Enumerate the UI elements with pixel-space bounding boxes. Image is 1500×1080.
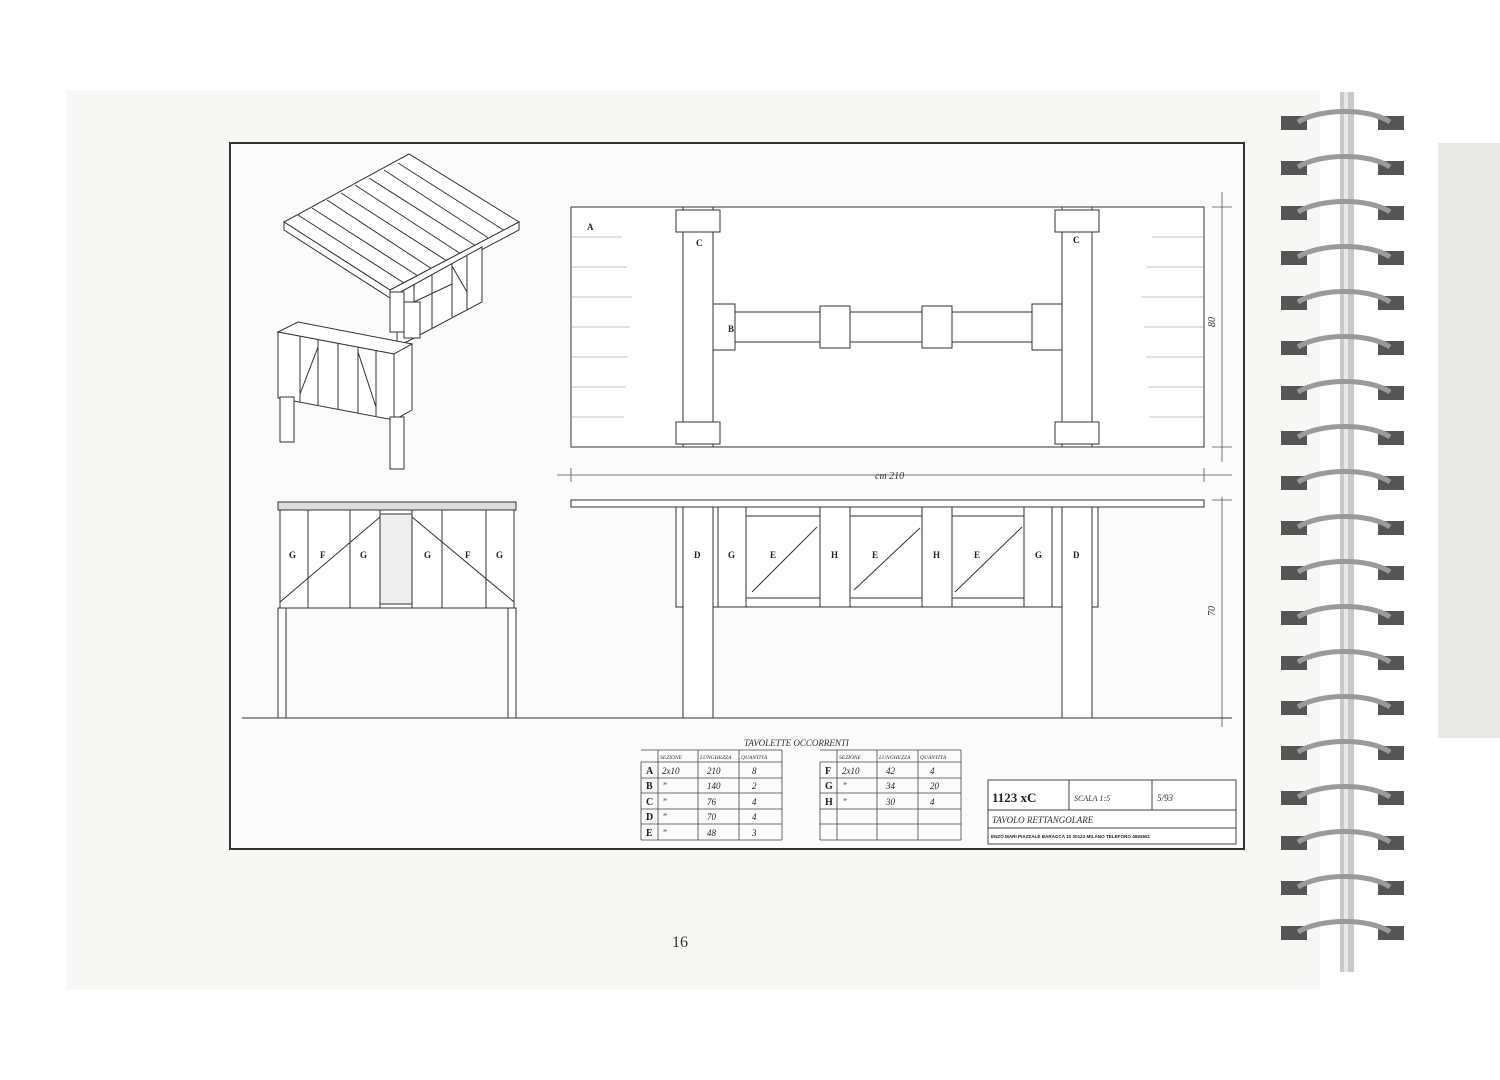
plan-label-c-left: C [696,238,703,248]
part-section: ” [662,812,667,822]
part-quantity: 4 [930,766,935,776]
binding-ring-wire [1296,289,1392,305]
parts-table-title: TAVOLETTE OCCORRENTI [744,738,850,748]
dim-length: cm 210 [875,471,904,482]
part-letter: H [825,797,833,808]
dimension-lines [557,192,1232,727]
part-letter: G [825,781,833,792]
drawing-title: TAVOLO RETTANGOLARE [992,815,1094,825]
part-length: 30 [885,797,896,807]
part-section: 2x10 [662,766,680,776]
part-length: 210 [707,766,721,776]
front-label: G [728,550,735,560]
side-label: G [424,550,431,560]
part-letter: E [646,828,653,839]
binding-ring-wire [1296,649,1392,665]
front-label: E [770,550,776,560]
isometric-leg-frame-drawing [276,321,414,470]
drawing-code: 1123 xC [992,790,1036,805]
front-label: D [694,550,701,560]
part-quantity: 4 [752,812,757,822]
title-block: 1123 xC SCALA 1:5 5/93 TAVOLO RETTANGOLA… [987,779,1237,845]
part-letter: B [646,781,653,792]
binding-ring-wire [1296,109,1392,125]
side-label: G [289,550,296,560]
binding-ring-wire [1296,829,1392,845]
table-header: QUANTITÀ [920,753,947,761]
binding-ring-wire [1296,559,1392,575]
binding-ring-wire [1296,154,1392,170]
table-header: LUNGHEZZA [699,755,732,761]
side-label: F [320,550,326,560]
part-section: ” [662,797,667,807]
binding-ring-wire [1296,784,1392,800]
part-quantity: 3 [751,828,757,838]
side-label: G [360,550,367,560]
parts-table: TAVOLETTE OCCORRENTI [640,738,962,841]
part-length: 140 [707,781,721,791]
front-label: H [933,550,940,560]
binding-ring-wire [1296,469,1392,485]
front-label: G [1035,550,1042,560]
part-length: 76 [707,797,717,807]
part-letter: F [825,766,831,777]
part-quantity: 20 [930,781,940,791]
drawing-footer: ENZO MARI PIAZZALE BARACCA 10 20123 MILA… [991,834,1151,839]
part-length: 42 [886,766,896,776]
part-length: 34 [885,781,896,791]
part-length: 70 [707,812,717,822]
table-header: SEZIONE [660,755,683,761]
side-label: F [465,550,471,560]
table-header: QUANTITÀ [741,753,768,761]
front-elevation [570,499,1205,719]
front-label: E [974,550,980,560]
part-section: ” [842,781,847,791]
binding-ring-wire [1296,694,1392,710]
side-label: G [496,550,503,560]
page-number: 16 [672,934,688,951]
next-page-edge [1438,143,1500,738]
binding-ring-wire [1296,919,1392,935]
part-quantity: 8 [752,766,757,776]
binding-ring-wire [1296,244,1392,260]
binding-ring-wire [1296,334,1392,350]
part-letter: C [646,797,653,808]
binding-ring-wire [1296,379,1392,395]
front-label: H [831,550,838,560]
part-letter: D [646,812,653,823]
drawing-sheet: A C C B cm 210 80 70 G F G G F G D G E H… [229,142,1245,850]
part-section: 2x10 [842,766,860,776]
part-quantity: 4 [752,797,757,807]
plan-view [570,206,1205,448]
side-view [242,501,1232,719]
part-length: 48 [707,828,717,838]
binding-ring-wire [1296,424,1392,440]
drawing-scale: SCALA 1:5 [1074,794,1110,803]
part-section: ” [662,828,667,838]
technical-drawing: A C C B cm 210 80 70 G F G G F G D G E H… [242,153,1237,845]
front-label: E [872,550,878,560]
plan-label-c-right: C [1073,235,1080,245]
binding-ring-wire [1296,514,1392,530]
dim-height: 70 [1207,606,1218,616]
part-section: ” [662,781,667,791]
binding-ring-wire [1296,604,1392,620]
binding-ring-wire [1296,739,1392,755]
part-quantity: 4 [930,797,935,807]
part-letter: A [646,766,654,777]
plan-label-a: A [587,222,594,232]
isometric-tabletop-drawing [283,153,521,348]
binding-ring-wire [1296,874,1392,890]
table-header: SEZIONE [839,755,862,761]
table-header: LUNGHEZZA [878,755,911,761]
drawing-date: 5/93 [1157,793,1174,803]
front-label: D [1073,550,1080,560]
plan-label-b: B [728,324,734,334]
binding-ring-wire [1296,199,1392,215]
part-quantity: 2 [752,781,757,791]
dim-depth: 80 [1207,317,1218,327]
part-section: ” [842,797,847,807]
